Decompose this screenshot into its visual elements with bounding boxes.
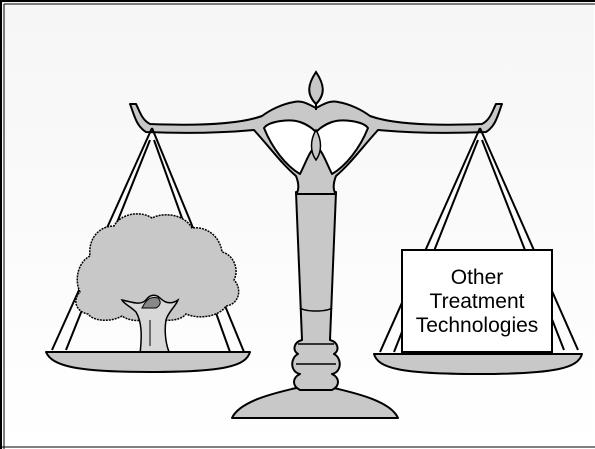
scale-beam [129, 70, 503, 195]
left-pan [45, 351, 251, 373]
box-line-2: Treatment [430, 290, 525, 313]
other-treatment-box: Other Treatment Technologies [401, 249, 553, 353]
tree-icon [75, 213, 240, 355]
scale-pillar [291, 191, 341, 391]
box-line-1: Other [451, 266, 504, 289]
right-pan [373, 353, 583, 375]
box-line-3: Technologies [416, 314, 539, 337]
